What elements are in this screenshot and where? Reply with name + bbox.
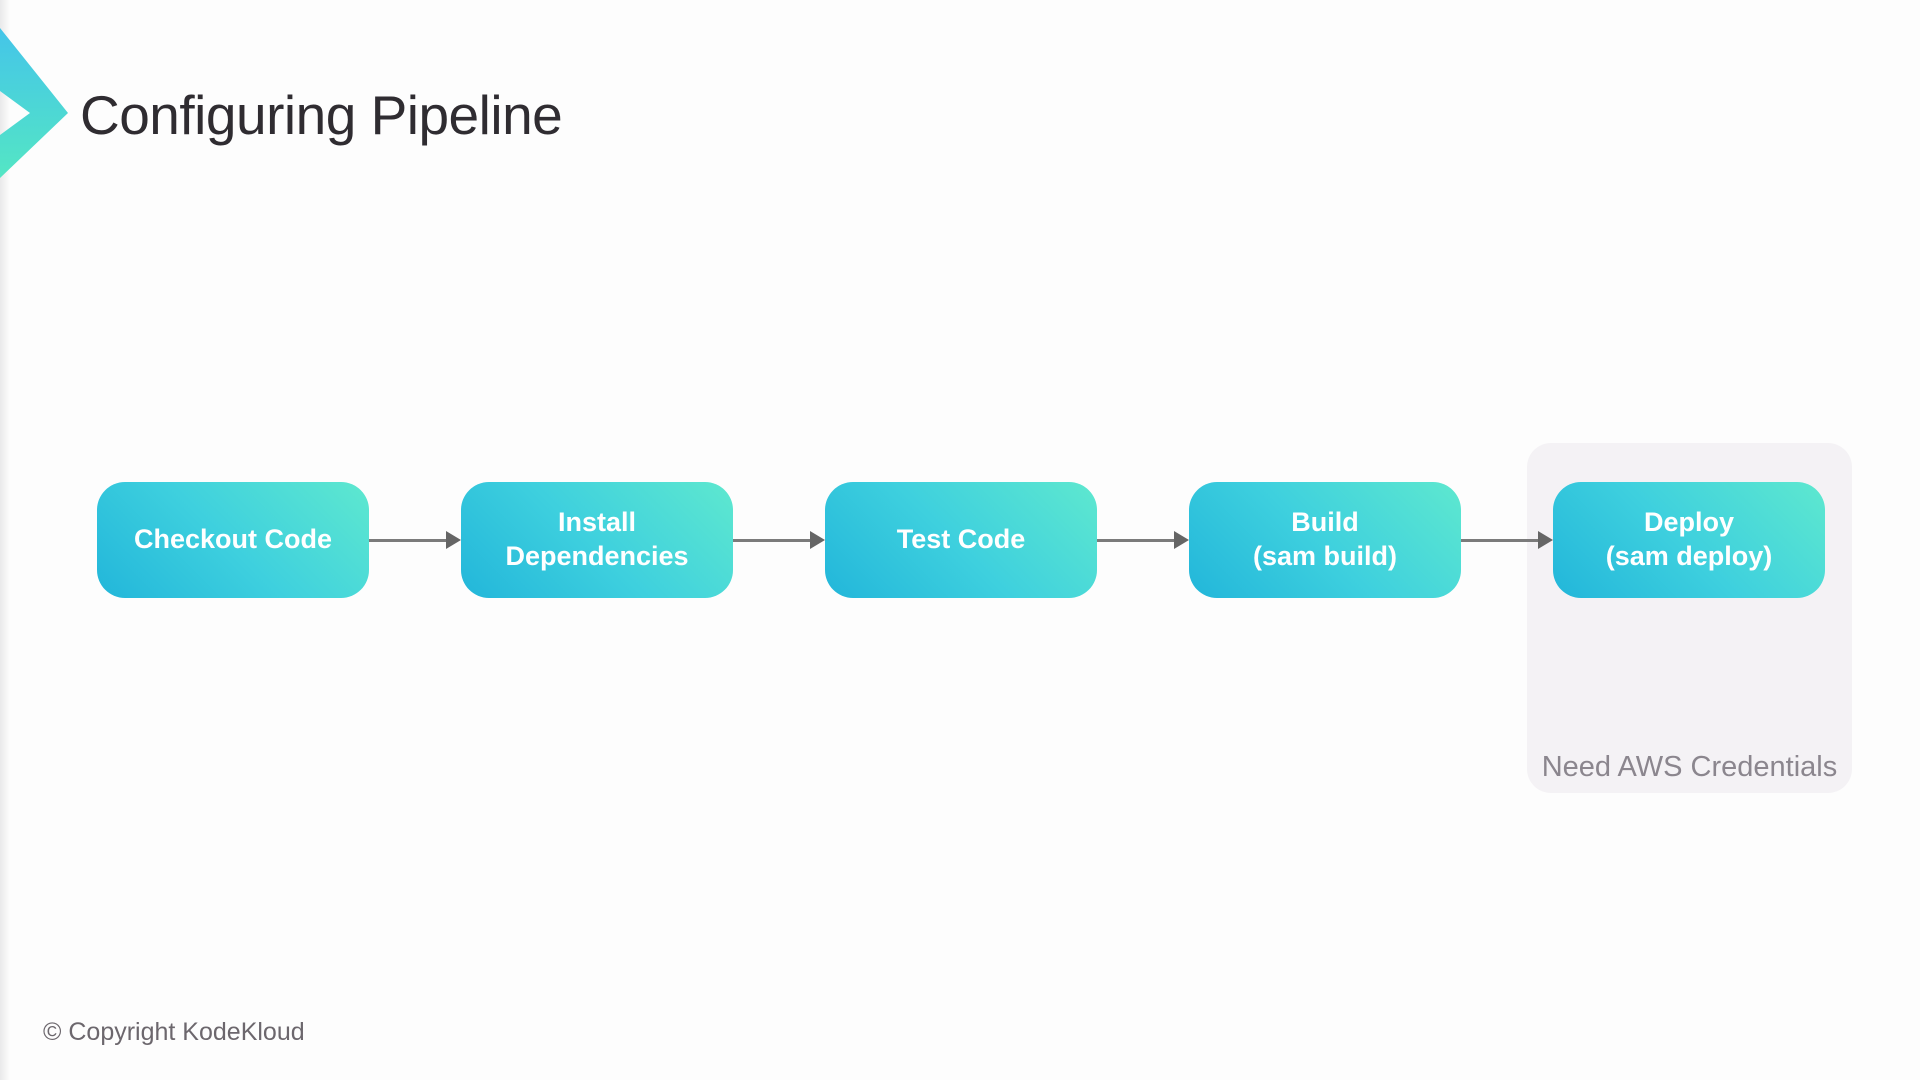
arrow-head-icon: [446, 531, 461, 549]
arrow-head-icon: [1538, 531, 1553, 549]
copyright-text: © Copyright KodeKloud: [43, 1018, 305, 1046]
flow-arrow: [1461, 482, 1553, 598]
arrow-line: [1461, 538, 1540, 542]
arrow-line: [1097, 538, 1176, 542]
aws-credentials-note: Need AWS Credentials: [1541, 751, 1838, 784]
step-build: Build (sam build): [1189, 482, 1461, 598]
left-edge-shade: [0, 0, 10, 1080]
arrow-head-icon: [1174, 531, 1189, 549]
kodekloud-logo: [0, 28, 70, 178]
chevron-icon: [0, 28, 68, 178]
arrow-line: [733, 538, 812, 542]
slide-title: Configuring Pipeline: [80, 84, 563, 146]
step-install-dependencies: Install Dependencies: [461, 482, 733, 598]
flow-arrow: [1097, 482, 1189, 598]
step-checkout-code: Checkout Code: [97, 482, 369, 598]
step-deploy: Deploy (sam deploy): [1553, 482, 1825, 598]
step-test-code: Test Code: [825, 482, 1097, 598]
arrow-head-icon: [810, 531, 825, 549]
flow-arrow: [733, 482, 825, 598]
arrow-line: [369, 538, 448, 542]
flow-arrow: [369, 482, 461, 598]
pipeline-flow: Checkout Code Install Dependencies Test …: [97, 482, 1825, 598]
